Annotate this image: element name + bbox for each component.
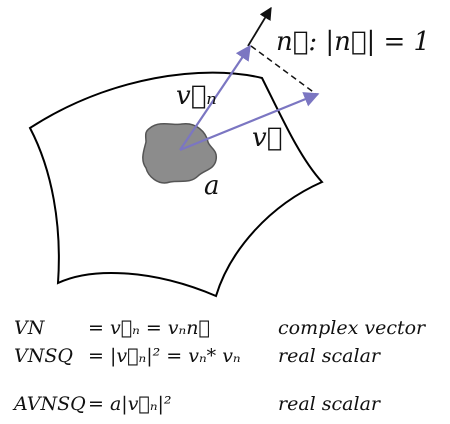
area-patch bbox=[142, 122, 218, 184]
normal-vector-arrow bbox=[247, 6, 272, 47]
equation-type: real scalar bbox=[278, 393, 382, 415]
equation-lhs: VNSQ bbox=[14, 345, 73, 367]
vn-label: v⃗ₙ bbox=[176, 81, 217, 111]
vn-vector-arrow bbox=[179, 44, 251, 151]
equation-lhs: AVNSQ bbox=[12, 393, 86, 415]
v-vector-arrow bbox=[179, 92, 320, 152]
equation-avnsq: AVNSQ = a|v⃗ₙ|² real scalar bbox=[12, 393, 382, 415]
equation-type: complex vector bbox=[278, 317, 427, 339]
projection-dashed-line bbox=[250, 45, 317, 95]
equation-vn: VN = v⃗ₙ = vₙn⃗ complex vector bbox=[14, 317, 427, 339]
equation-rhs: = a|v⃗ₙ|² bbox=[88, 393, 172, 415]
equation-vnsq: VNSQ = |v⃗ₙ|² = vₙ* vₙ real scalar bbox=[14, 345, 382, 367]
equation-rhs: = v⃗ₙ = vₙn⃗ bbox=[88, 317, 210, 339]
area-label: a bbox=[204, 171, 220, 201]
curved-surface bbox=[28, 71, 324, 298]
v-label: v⃗ bbox=[252, 123, 282, 153]
equation-rhs: = |v⃗ₙ|² = vₙ* vₙ bbox=[88, 345, 241, 367]
normal-label: n⃗: |n⃗| = 1 bbox=[276, 27, 430, 57]
equation-type: real scalar bbox=[278, 345, 382, 367]
equation-lhs: VN bbox=[14, 317, 46, 339]
